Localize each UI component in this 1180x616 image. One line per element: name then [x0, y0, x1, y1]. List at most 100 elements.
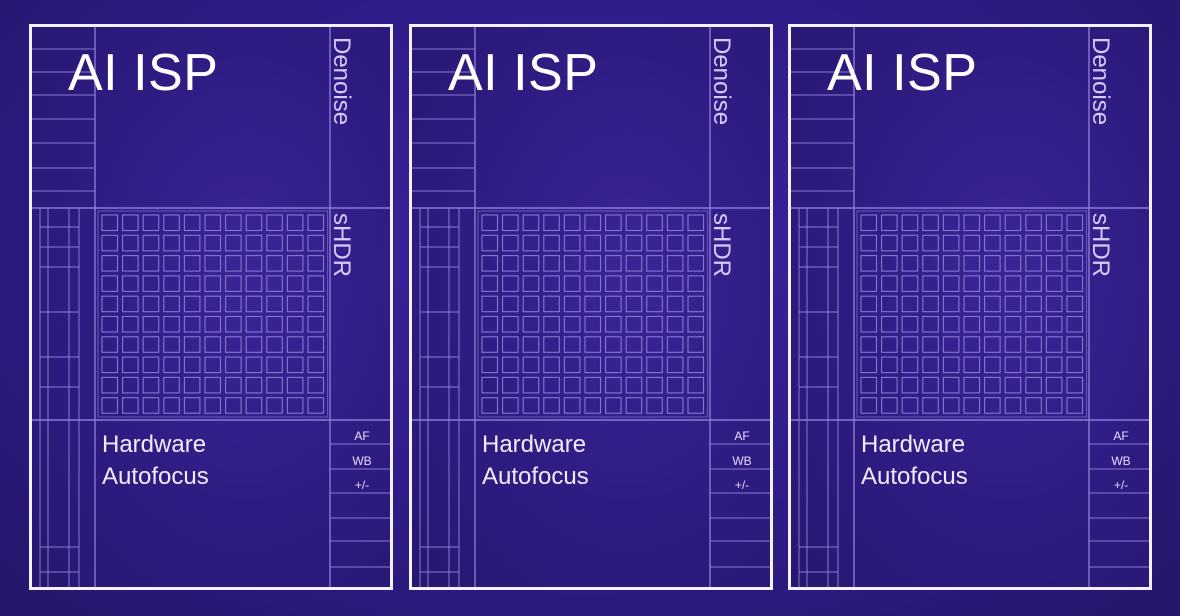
sensor-cell	[183, 214, 201, 232]
sensor-cell	[1025, 315, 1042, 333]
sensor-cell	[1066, 295, 1084, 313]
af-label: AF	[734, 429, 750, 443]
sensor-cell	[1045, 397, 1063, 414]
sensor-cell	[922, 397, 939, 414]
sensor-cell	[101, 397, 119, 414]
sensor-cell	[266, 214, 283, 232]
sensor-cell	[183, 376, 201, 394]
sensor-cell	[605, 234, 622, 252]
sensor-cell	[122, 356, 139, 374]
sensor-cell	[543, 214, 560, 232]
sensor-cell	[860, 295, 878, 313]
sensor-cell	[646, 234, 663, 252]
sensor-cell	[860, 315, 878, 333]
sensor-cell	[543, 376, 560, 394]
sensor-cell	[625, 397, 643, 414]
sensor-cell	[584, 295, 602, 313]
sensor-cell	[101, 336, 119, 353]
caption-line-1: Hardware	[861, 431, 966, 458]
wb-label: WB	[352, 454, 372, 468]
sensor-cell	[1045, 255, 1063, 272]
sensor-cell	[646, 275, 663, 292]
sensor-cell	[286, 376, 304, 394]
sensor-cell	[942, 397, 960, 414]
sensor-cell	[584, 255, 602, 272]
sensor-cell	[307, 214, 325, 232]
sensor-cell	[204, 214, 222, 232]
sensor-cell	[101, 315, 119, 333]
sensor-cell	[204, 234, 222, 252]
sensor-cell	[901, 356, 919, 374]
sensor-cell	[101, 214, 119, 232]
sensor-cell	[307, 397, 325, 414]
sensor-cell	[881, 295, 898, 313]
sensor-cell	[183, 356, 201, 374]
sensor-cell	[984, 214, 1001, 232]
sensor-cell	[225, 275, 242, 292]
sensor-cell	[481, 234, 499, 252]
sensor-cell	[666, 295, 684, 313]
sensor-cell	[286, 255, 304, 272]
sensor-cell	[286, 397, 304, 414]
sensor-cell	[666, 356, 684, 374]
sensor-cell	[266, 397, 283, 414]
sensor-cell	[122, 255, 139, 272]
sensor-cell	[1066, 234, 1084, 252]
sensor-cell	[625, 376, 643, 394]
sensor-cell	[963, 376, 981, 394]
shdr-label: sHDR	[708, 213, 735, 277]
sensor-cell	[605, 356, 622, 374]
sensor-cell	[286, 234, 304, 252]
sensor-cell	[225, 214, 242, 232]
sensor-cell	[687, 275, 705, 292]
sensor-cell	[307, 255, 325, 272]
sensor-cell	[286, 315, 304, 333]
exposure-label: +/-	[734, 478, 750, 492]
sensor-cell	[942, 356, 960, 374]
sensor-cell	[481, 397, 499, 414]
sensor-cell	[646, 397, 663, 414]
sensor-cell	[183, 295, 201, 313]
sensor-cell	[942, 295, 960, 313]
sensor-cell	[1004, 214, 1022, 232]
sensor-cell	[881, 397, 898, 414]
sensor-cell	[901, 275, 919, 292]
sensor-cell	[1066, 397, 1084, 414]
sensor-cell	[163, 356, 180, 374]
sensor-cell	[1045, 275, 1063, 292]
sensor-cell	[1004, 275, 1022, 292]
sensor-cell	[625, 295, 643, 313]
sensor-cell	[1004, 295, 1022, 313]
sensor-cell	[1004, 336, 1022, 353]
sensor-cell	[204, 336, 222, 353]
sensor-cell	[522, 315, 540, 333]
sensor-cell	[901, 255, 919, 272]
sensor-cell	[860, 214, 878, 232]
sensor-cell	[307, 275, 325, 292]
sensor-cell	[543, 295, 560, 313]
sensor-cell	[142, 356, 160, 374]
sensor-cell	[584, 376, 602, 394]
sensor-cell	[1004, 397, 1022, 414]
hardware-autofocus-caption: Hardware Autofocus	[102, 429, 209, 493]
sensor-cell	[522, 397, 540, 414]
sensor-cell	[163, 214, 180, 232]
sensor-cell	[225, 255, 242, 272]
sensor-cell	[922, 315, 939, 333]
sensor-cell	[984, 295, 1001, 313]
panel-title: AI ISP	[68, 44, 219, 102]
sensor-cell	[1066, 315, 1084, 333]
sensor-cell	[687, 234, 705, 252]
sensor-cell	[860, 336, 878, 353]
sensor-cell	[984, 356, 1001, 374]
sensor-cell	[584, 214, 602, 232]
caption-line-2: Autofocus	[482, 463, 589, 490]
sensor-cell	[666, 336, 684, 353]
sensor-cell	[204, 376, 222, 394]
sensor-cell	[922, 255, 939, 272]
sensor-cell	[666, 255, 684, 272]
sensor-cell	[666, 315, 684, 333]
sensor-cell	[1025, 336, 1042, 353]
sensor-cell	[687, 356, 705, 374]
sensor-cell	[122, 234, 139, 252]
